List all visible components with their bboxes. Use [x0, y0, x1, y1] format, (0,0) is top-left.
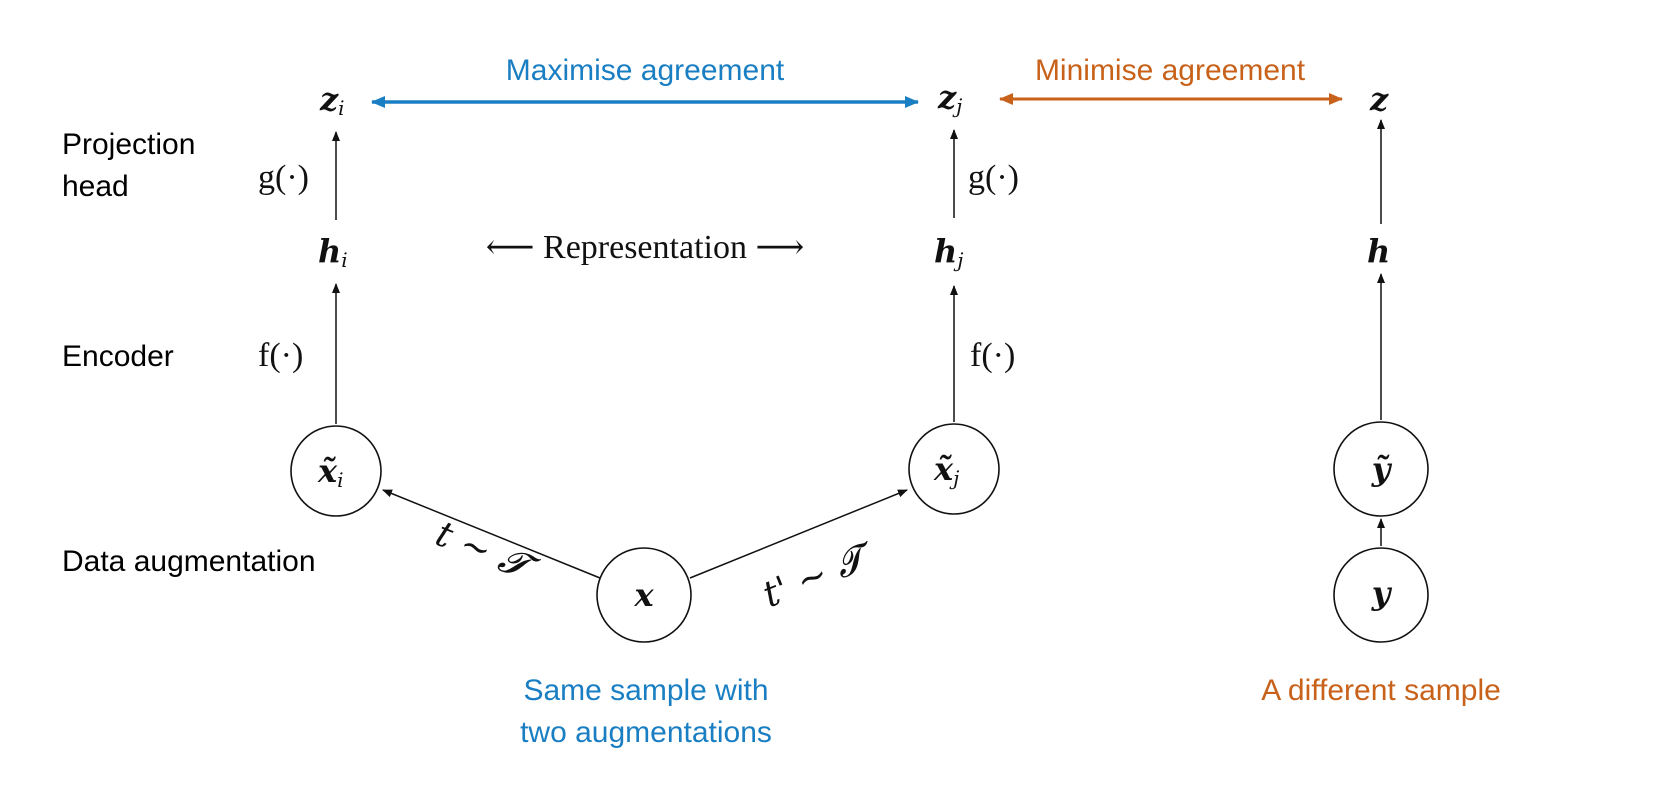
y-node: y — [1371, 574, 1393, 612]
g-function-left: g(·) — [258, 159, 309, 196]
x-circle — [596, 547, 692, 643]
z-j-node: zj — [937, 78, 962, 118]
minimise-agreement-label: Minimise agreement — [1035, 54, 1306, 87]
same-sample-caption: Same sample with — [523, 674, 768, 707]
z-i-node: zi — [319, 80, 345, 120]
different-sample-caption: A different sample — [1261, 674, 1501, 707]
f-function-left: f(·) — [258, 337, 303, 374]
same-sample-caption-line2: two augmentations — [520, 716, 772, 749]
g-function-right: g(·) — [968, 159, 1019, 196]
x-tilde-j-circle — [908, 423, 1000, 515]
h-i-node: hi — [318, 232, 348, 272]
y-tilde-node: ỹ — [1371, 450, 1393, 488]
y-circle — [1333, 547, 1429, 643]
transform-t-label: t ∼ 𝓣 — [430, 513, 544, 591]
y-tilde-circle — [1333, 421, 1429, 517]
encoder-label: Encoder — [62, 340, 174, 373]
h-node: h — [1367, 232, 1390, 270]
f-function-right: f(·) — [970, 337, 1015, 374]
representation-label: ⟵ Representation ⟶ — [486, 229, 804, 266]
h-j-node: hj — [934, 232, 963, 272]
x-tilde-i-node: x̃i — [317, 452, 343, 492]
z-node: z — [1369, 80, 1389, 118]
data-augmentation-label: Data augmentation — [62, 545, 316, 578]
maximise-agreement-label: Maximise agreement — [506, 54, 785, 87]
x-tilde-j-node: x̃j — [933, 450, 959, 490]
projection-head-label-line2: head — [62, 170, 129, 203]
transform-t-prime-label: t' ∼ 𝓣 — [757, 534, 880, 616]
augmentation-arrow-t-prime — [689, 489, 908, 579]
x-node: x — [633, 576, 654, 614]
augmentation-arrow-t — [382, 489, 601, 579]
projection-head-label: Projection — [62, 128, 195, 161]
x-tilde-i-circle — [290, 425, 382, 517]
